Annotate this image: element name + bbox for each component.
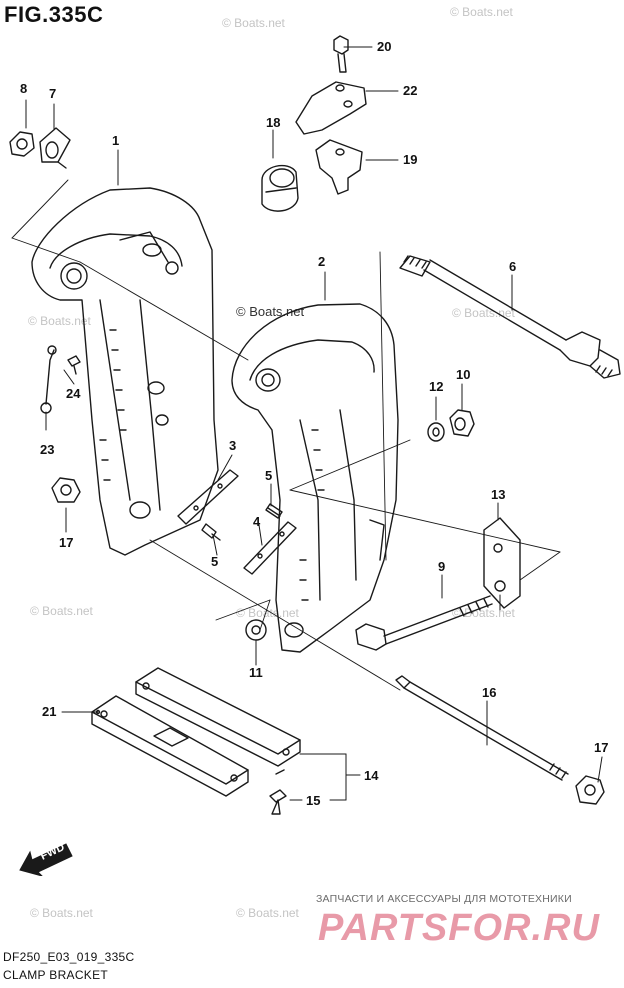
part-12-washer [427, 422, 445, 442]
part-14-pad-upper [135, 667, 301, 767]
callout-1: 1 [112, 133, 120, 148]
callout-19: 19 [403, 152, 418, 167]
part-3-plate [177, 469, 239, 525]
callout-22: 22 [403, 83, 418, 98]
callout-3: 3 [229, 438, 237, 453]
watermark: © Boats.net [30, 604, 93, 618]
part-20-bolt [333, 35, 349, 73]
part-10-nut [449, 409, 475, 437]
part-9-bolt [355, 595, 493, 651]
assembly-lines [11, 179, 561, 691]
callout-10: 10 [456, 367, 471, 382]
watermark: © Boats.net [236, 906, 299, 920]
callout-7: 7 [49, 86, 57, 101]
shop-tagline: ЗАПЧАСТИ И АКСЕССУАРЫ ДЛЯ МОТОТЕХНИКИ [316, 893, 572, 905]
callout-5-upper: 5 [265, 468, 273, 483]
callout-8: 8 [20, 81, 28, 96]
fwd-arrow-icon [19, 843, 73, 876]
part-21-pad-reference [95, 709, 101, 715]
part-7-washer-plate [39, 127, 71, 169]
callout-5-lower: 5 [211, 554, 219, 569]
part-24-screw [67, 355, 81, 375]
leader-lines [25, 46, 603, 801]
part-11-washer [245, 619, 267, 641]
part-13-plate [483, 517, 521, 609]
part-6-tilt-tube [399, 255, 621, 379]
callout-11: 11 [249, 665, 263, 680]
watermark: © Boats.net [452, 606, 515, 620]
part-14-pad-lower [91, 695, 249, 797]
figure-name: CLAMP BRACKET [3, 968, 109, 982]
callout-14: 14 [364, 768, 379, 783]
part-1-left-clamp-bracket [31, 187, 219, 556]
watermark: © Boats.net [28, 314, 91, 328]
part-15-screw [269, 769, 287, 815]
callout-2: 2 [318, 254, 326, 269]
callout-17-right: 17 [594, 740, 609, 755]
part-5-bolt-upper [265, 503, 283, 519]
shop-logo-text: PARTSFOR.RU [318, 907, 600, 948]
callout-6: 6 [509, 259, 517, 274]
part-16-shaft [395, 675, 569, 781]
figure-code: DF250_E03_019_335C [3, 950, 135, 964]
callout-12: 12 [429, 379, 444, 394]
callout-23: 23 [40, 442, 55, 457]
watermark: © Boats.net [222, 16, 285, 30]
part-18-grommet [261, 164, 299, 212]
watermark: © Boats.net [452, 306, 515, 320]
watermark: © Boats.net [236, 304, 305, 319]
figure-title: FIG.335C [4, 2, 104, 27]
callout-16: 16 [482, 685, 497, 700]
part-19-bracket [315, 139, 363, 195]
shop-logo: PARTSFOR.RU [318, 907, 600, 948]
watermark: © Boats.net [450, 5, 513, 19]
part-4-plate [243, 521, 297, 575]
callout-24: 24 [66, 386, 81, 401]
callout-4: 4 [253, 514, 261, 529]
part-17-nut-right [575, 775, 605, 805]
callout-13: 13 [491, 487, 506, 502]
callout-9: 9 [438, 559, 446, 574]
part-22-bracket [295, 81, 367, 135]
part-2-right-clamp-bracket [231, 303, 399, 653]
part-8-nut [9, 131, 35, 157]
callout-21: 21 [42, 704, 57, 719]
callout-17-left: 17 [59, 535, 74, 550]
part-17-nut-left [51, 477, 81, 503]
watermark: © Boats.net [30, 906, 93, 920]
callout-20: 20 [377, 39, 392, 54]
callout-15: 15 [306, 793, 321, 808]
part-5-bolt-lower [201, 523, 221, 541]
part-23-ground-wire [40, 345, 57, 414]
watermark: © Boats.net [236, 606, 299, 620]
callout-18: 18 [266, 115, 281, 130]
